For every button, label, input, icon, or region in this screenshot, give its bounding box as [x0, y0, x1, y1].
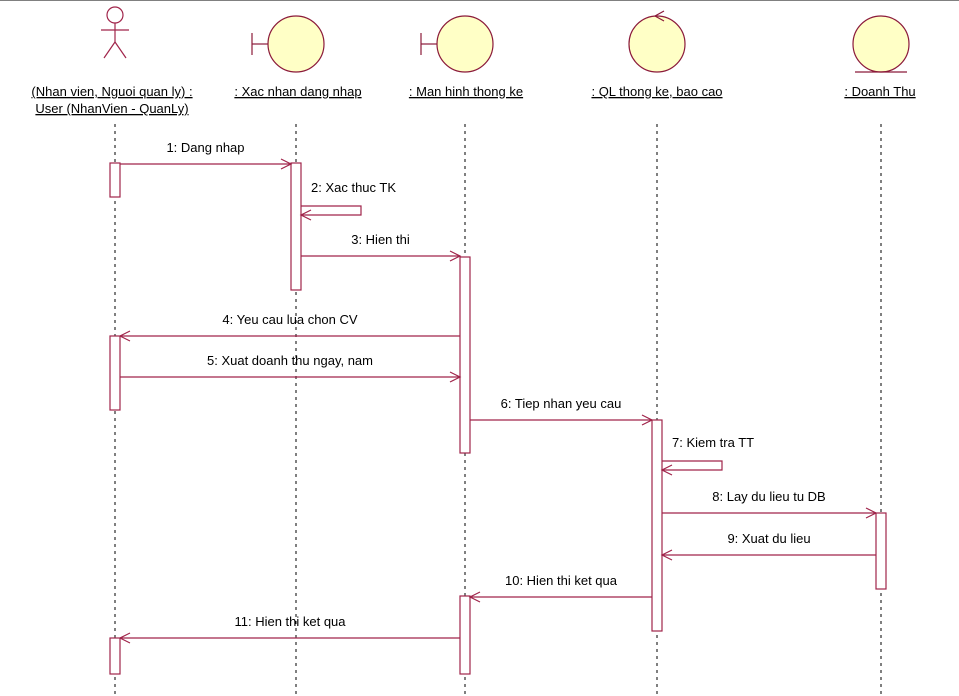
message-11: 11: Hien thi ket qua [118, 614, 460, 644]
activation-statscreen [459, 595, 471, 675]
message-label: 5: Xuat doanh thu ngay, nam [207, 353, 373, 368]
participant-name-statscreen: : Man hinh thong ke [409, 84, 523, 99]
participant-icons [101, 6, 910, 73]
actor-icon [101, 6, 129, 59]
participant-name-mgr: : QL thong ke, bao cao [591, 84, 722, 99]
boundary-icon [251, 15, 325, 73]
message-label: 1: Dang nhap [166, 140, 244, 155]
participant-names: (Nhan vien, Nguoi quan ly) : User (NhanVi… [31, 84, 915, 116]
activation-login [290, 162, 302, 291]
message-5: 5: Xuat doanh thu ngay, nam [120, 353, 462, 383]
message-7: 7: Kiem tra TT [660, 435, 754, 476]
message-2: 2: Xac thuc TK [299, 180, 396, 221]
entity-icon [852, 15, 910, 73]
message-label: 10: Hien thi ket qua [505, 573, 618, 588]
messages: 1: Dang nhap 2: Xac thuc TK 3: Hien thi 4: … [118, 140, 878, 644]
activation-statscreen [459, 256, 471, 454]
boundary-icon [420, 15, 494, 73]
participant-name-user: User (NhanVien - QuanLy) [35, 101, 188, 116]
activation-mgr [651, 419, 663, 632]
message-label: 8: Lay du lieu tu DB [712, 489, 825, 504]
participant-name-revenue: : Doanh Thu [844, 84, 915, 99]
activation-user [109, 162, 121, 198]
participant-name-user: (Nhan vien, Nguoi quan ly) : [31, 84, 192, 99]
activation-revenue [875, 512, 887, 590]
message-label: 6: Tiep nhan yeu cau [501, 396, 622, 411]
message-label: 2: Xac thuc TK [311, 180, 396, 195]
message-9: 9: Xuat du lieu [660, 531, 876, 561]
activation-user [109, 637, 121, 675]
control-icon [628, 10, 686, 73]
message-label: 7: Kiem tra TT [672, 435, 754, 450]
message-1: 1: Dang nhap [120, 140, 293, 170]
message-label: 9: Xuat du lieu [727, 531, 810, 546]
message-6: 6: Tiep nhan yeu cau [470, 396, 654, 426]
lifelines [114, 124, 882, 696]
message-4: 4: Yeu cau lua chon CV [118, 312, 460, 342]
message-label: 4: Yeu cau lua chon CV [222, 312, 357, 327]
activation-bars [109, 162, 887, 675]
message-10: 10: Hien thi ket qua [468, 573, 652, 603]
activation-user [109, 335, 121, 411]
message-3: 3: Hien thi [301, 232, 462, 262]
message-8: 8: Lay du lieu tu DB [662, 489, 878, 519]
message-label: 11: Hien thi ket qua [234, 614, 346, 629]
participant-name-login: : Xac nhan dang nhap [234, 84, 361, 99]
message-label: 3: Hien thi [351, 232, 410, 247]
